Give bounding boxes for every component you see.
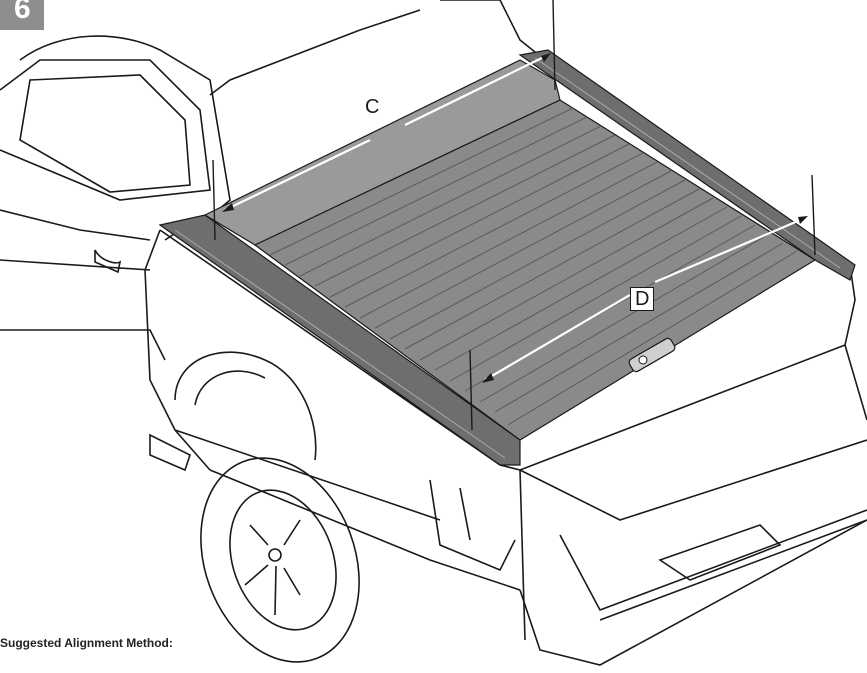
rear-wheel (149, 351, 360, 663)
step-number-badge: 6 (0, 0, 44, 30)
truck-bed-body (144, 229, 867, 666)
tonneau-cover (253, 99, 817, 441)
cover-latch-handle (628, 337, 676, 373)
truck-cab (0, 0, 546, 361)
label-d: D (630, 287, 655, 311)
measurement-arrows (224, 54, 806, 381)
label-c: C (362, 96, 383, 118)
step-number: 6 (14, 0, 31, 25)
side-rails (158, 49, 856, 466)
front-header-plate (203, 59, 561, 246)
measurement-lines (212, 0, 816, 431)
figure-caption: Suggested Alignment Method: (0, 636, 173, 650)
arrowheads (222, 53, 808, 383)
